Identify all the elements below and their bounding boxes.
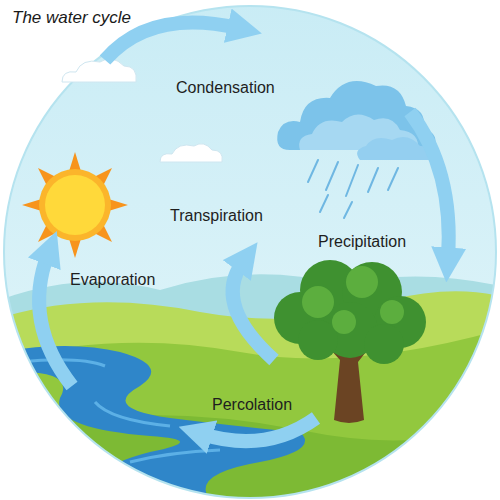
cycle-arrows — [39, 22, 449, 441]
stage-label: Evaporation — [70, 270, 155, 289]
tree — [274, 260, 426, 423]
stage-label: Condensation — [176, 78, 275, 97]
stage-label: Percolation — [212, 395, 292, 414]
diagram-title: The water cycle — [12, 8, 131, 28]
stage-label: Transpiration — [170, 206, 263, 225]
rain-cloud — [277, 81, 438, 218]
sun — [22, 152, 128, 258]
stage-label: Precipitation — [318, 232, 406, 251]
